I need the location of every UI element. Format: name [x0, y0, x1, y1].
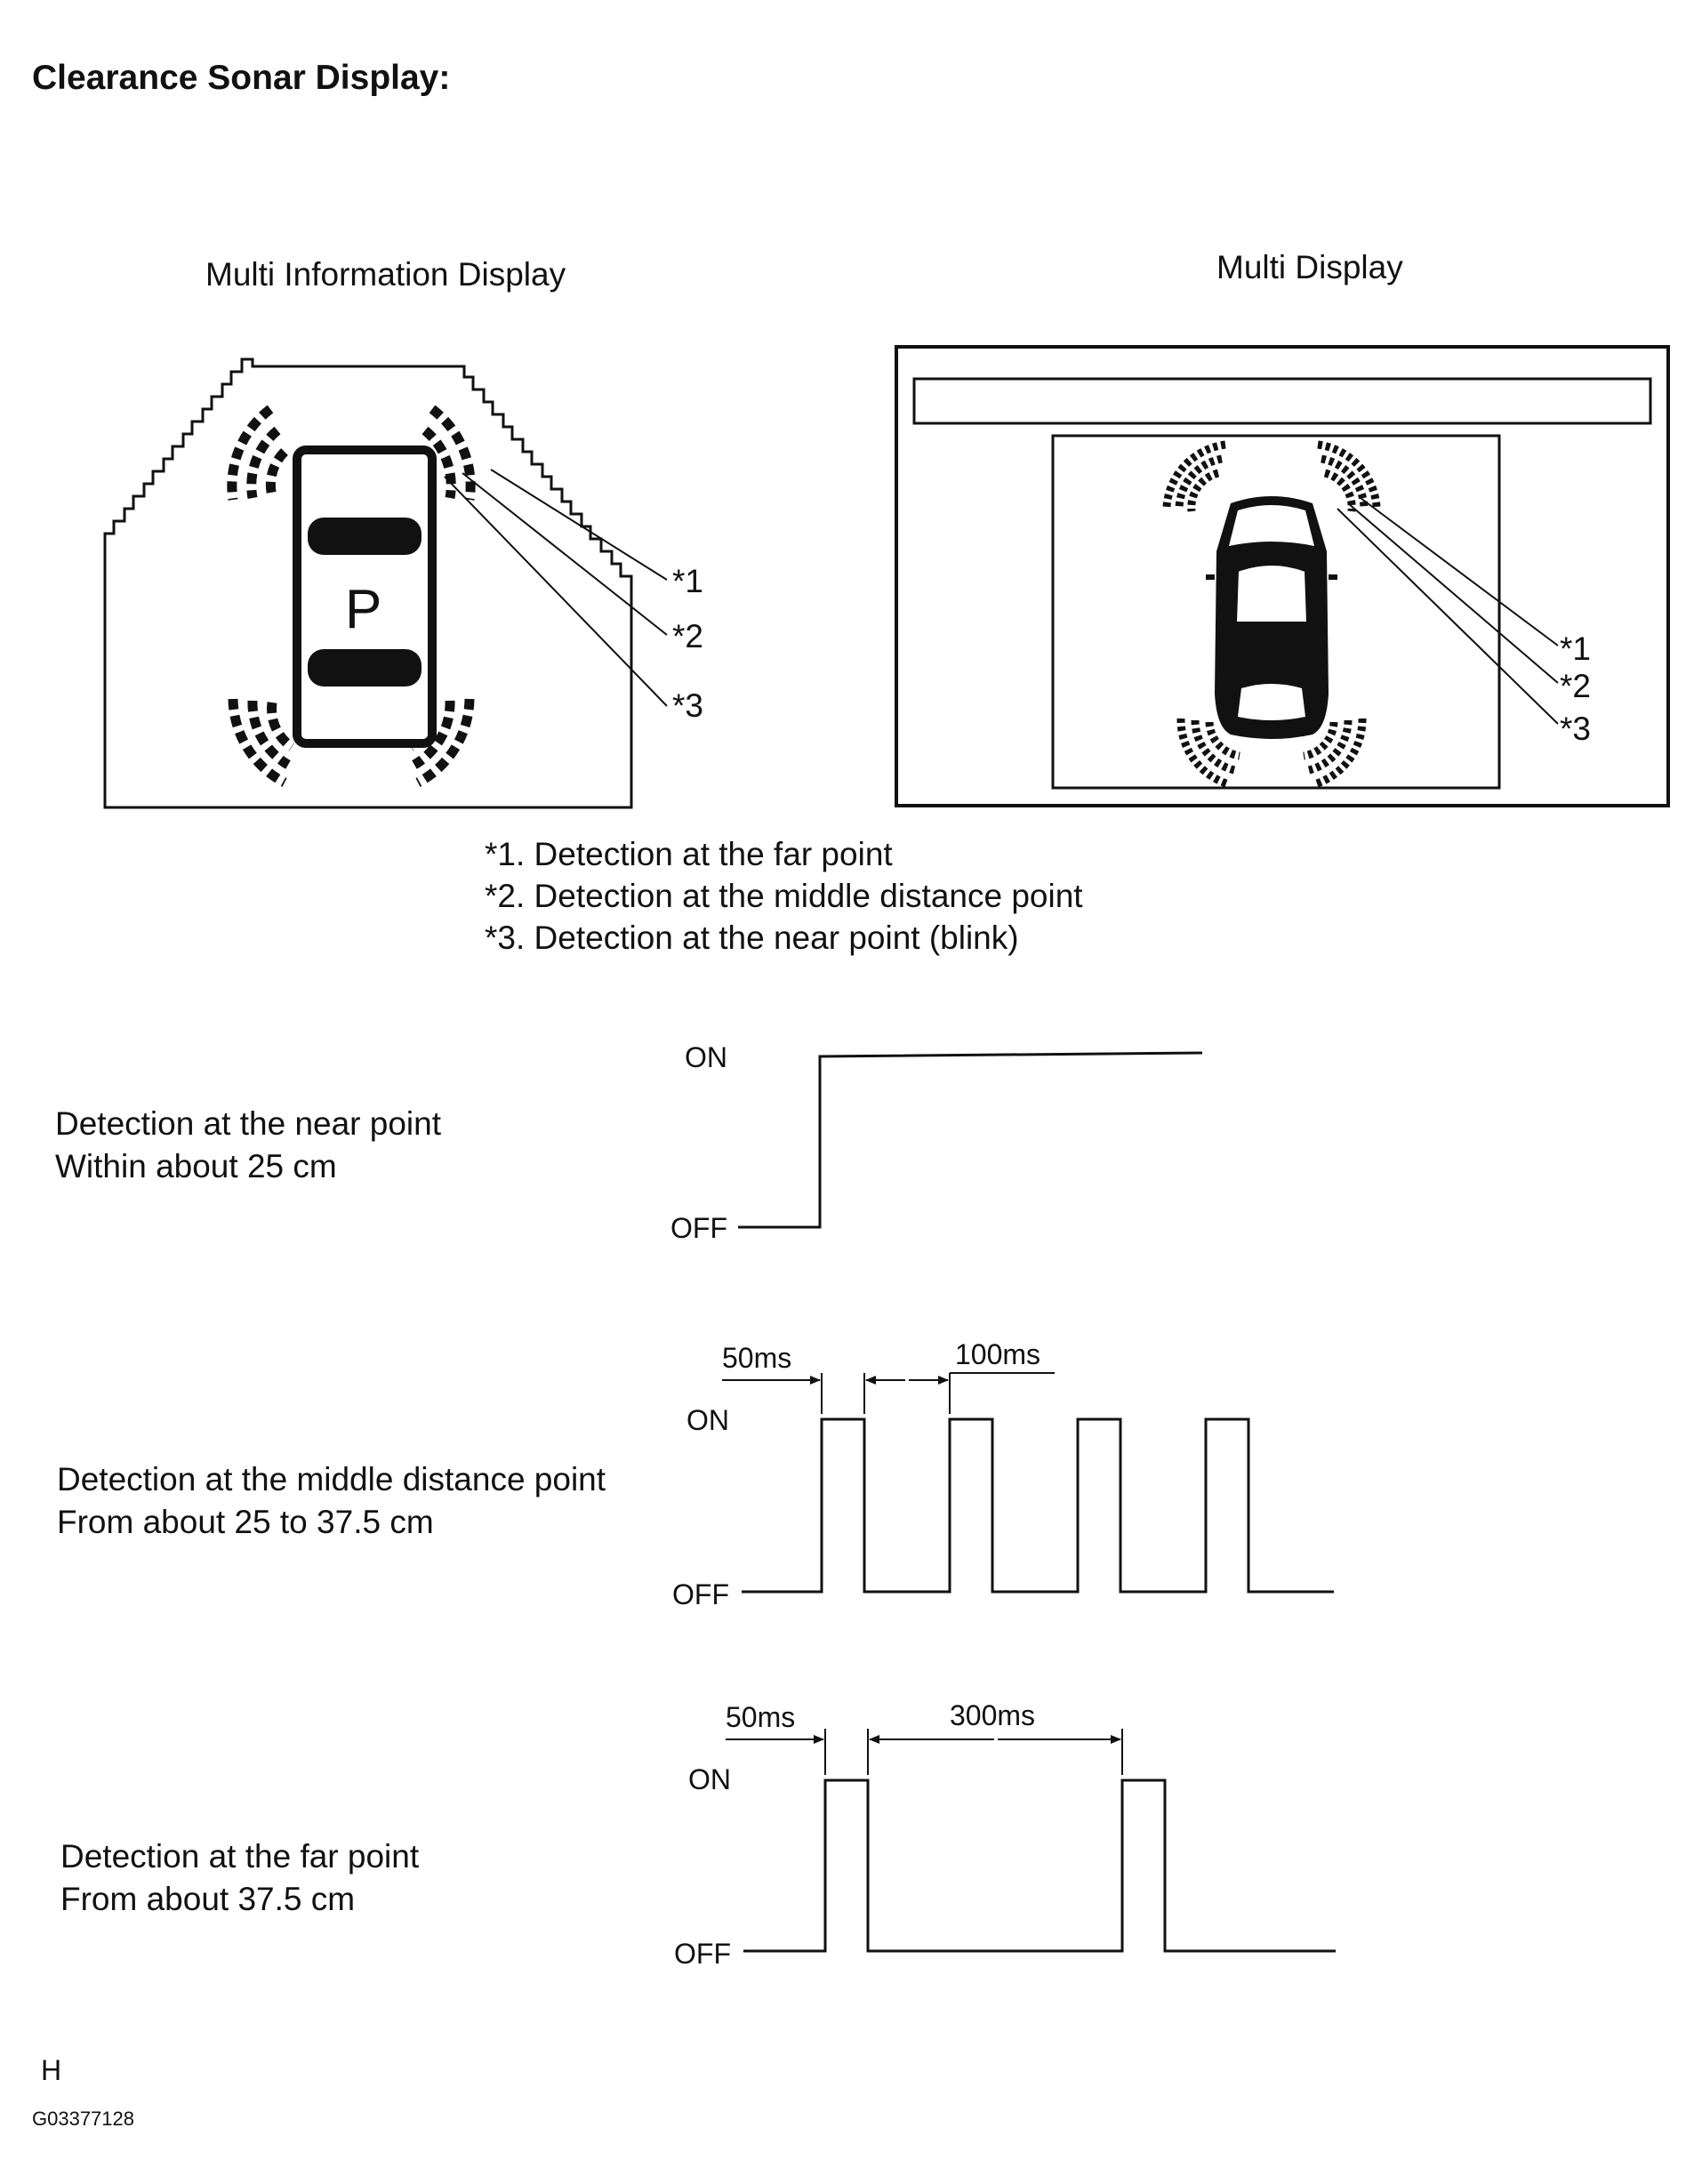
md-outer-frame: [895, 345, 1670, 807]
md-rear-left-sensor-fan: [1176, 718, 1240, 789]
middle-signal-line: [742, 1417, 1334, 1594]
middle-on-label: ON: [686, 1404, 729, 1436]
multi-display-caption: Multi Display: [1216, 249, 1403, 285]
figure-code: G03377128: [32, 2108, 134, 2130]
mid-rear-left-sensor-arcs: [228, 698, 295, 787]
mid-car-rear-window: [308, 649, 421, 687]
multi-display: *1 *2 *3: [895, 345, 1670, 807]
near-description: Detection at the near point Within about…: [55, 1103, 441, 1188]
mid-car-windshield: [308, 518, 421, 555]
md-callout-3: *3: [1560, 711, 1591, 747]
middle-description: Detection at the middle distance point F…: [57, 1458, 606, 1544]
far-signal-line: [743, 1779, 1336, 1953]
mid-callout-leaders: [444, 469, 668, 707]
mid-callout-3: *3: [672, 687, 703, 724]
legend-item-far: *1. Detection at the far point: [485, 836, 893, 872]
md-rear-right-sensor-fan: [1303, 718, 1367, 789]
page-title: Clearance Sonar Display:: [32, 59, 451, 97]
mid-front-left-sensor-arcs: [227, 405, 289, 501]
middle-dimension-lines: [722, 1372, 1055, 1414]
middle-title: Detection at the middle distance point: [57, 1461, 606, 1497]
md-callout-2: *2: [1560, 668, 1591, 704]
md-header-bar: [912, 377, 1652, 425]
mid-gear-indicator: P: [345, 579, 381, 640]
far-description: Detection at the far point From about 37…: [60, 1835, 419, 1921]
md-callout-1: *1: [1560, 630, 1591, 667]
far-on-label: ON: [688, 1763, 731, 1795]
near-signal-line: [738, 1051, 1203, 1229]
md-car-topview: [1206, 496, 1337, 739]
legend-item-near: *3. Detection at the near point (blink): [485, 919, 1019, 956]
timing-near-waveform: ON OFF: [670, 1041, 1203, 1244]
far-off-label: OFF: [674, 1938, 731, 1970]
near-off-label: OFF: [670, 1212, 727, 1244]
middle-off-label: OFF: [672, 1578, 729, 1610]
middle-range: From about 25 to 37.5 cm: [57, 1504, 434, 1540]
multi-information-display: P *1 *2 *3: [103, 357, 703, 809]
multi-information-display-caption: Multi Information Display: [205, 256, 566, 293]
mid-callout-2: *2: [672, 618, 703, 654]
footer-letter: H: [41, 2054, 62, 2086]
md-front-left-sensor-fan: [1162, 440, 1226, 512]
near-title: Detection at the near point: [55, 1105, 442, 1142]
middle-on-width-label: 50ms: [722, 1342, 791, 1374]
near-on-label: ON: [685, 1041, 727, 1073]
far-dimension-lines: [726, 1729, 1123, 1775]
far-range: From about 37.5 cm: [60, 1881, 356, 1917]
mid-callout-1: *1: [672, 563, 703, 599]
far-off-width-label: 300ms: [950, 1699, 1035, 1731]
middle-off-width-label: 100ms: [955, 1338, 1040, 1370]
far-title: Detection at the far point: [60, 1838, 420, 1875]
legend-item-middle: *2. Detection at the middle distance poi…: [485, 878, 1083, 914]
mid-display-outline: [103, 357, 633, 809]
md-camera-frame: [1051, 434, 1501, 790]
near-range: Within about 25 cm: [55, 1148, 337, 1184]
md-callout-leaders: [1337, 497, 1559, 725]
timing-middle-waveform: ON OFF 50ms 100ms: [672, 1338, 1334, 1610]
far-on-width-label: 50ms: [726, 1701, 795, 1733]
timing-far-waveform: ON OFF 50ms 300ms: [674, 1699, 1336, 1970]
md-front-right-sensor-fan: [1317, 440, 1381, 512]
